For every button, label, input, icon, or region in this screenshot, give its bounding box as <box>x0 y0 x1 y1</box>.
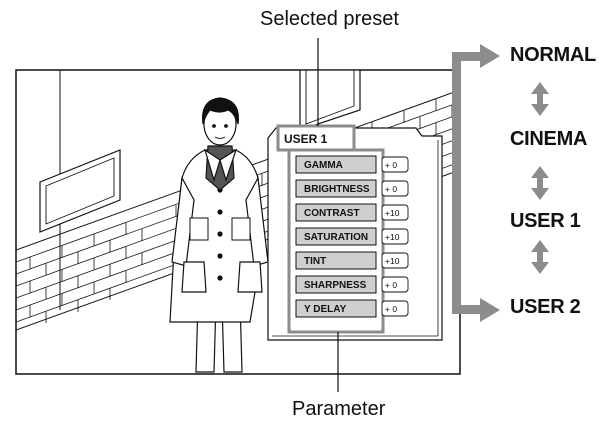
preset-user2: USER 2 <box>510 296 581 318</box>
bag-right <box>237 261 263 293</box>
selected-preset-highlight <box>276 124 356 152</box>
parameter-row[interactable]: SHARPNESS + 0 <box>295 275 409 294</box>
parameter-label: SATURATION <box>304 232 368 243</box>
cycle-arrows <box>531 82 549 274</box>
parameter-button[interactable] <box>295 299 377 318</box>
preset-cinema: CINEMA <box>510 128 588 150</box>
double-arrow-icon <box>531 82 549 116</box>
parameter-label: TINT <box>304 256 326 267</box>
parameter-value-box[interactable] <box>381 300 409 317</box>
parameter-value-box[interactable] <box>381 204 409 221</box>
double-arrow-icon <box>531 166 549 200</box>
preset-user1: USER 1 <box>510 210 581 232</box>
window-upper <box>299 70 361 131</box>
parameter-value: +10 <box>385 208 400 218</box>
parameter-button[interactable] <box>295 251 377 270</box>
parameter-button[interactable] <box>295 227 377 246</box>
parameter-label: BRIGHTNESS <box>304 184 370 195</box>
parameter-button[interactable] <box>295 275 377 294</box>
parameter-row[interactable]: Y DELAY + 0 <box>295 299 409 318</box>
parameter-row[interactable]: CONTRAST +10 <box>295 203 409 222</box>
parameter-row[interactable]: GAMMA + 0 <box>295 155 409 174</box>
parameter-row[interactable]: SATURATION +10 <box>295 227 409 246</box>
arrow-to-user2 <box>480 298 500 322</box>
parameter-value-box[interactable] <box>381 228 409 245</box>
parameter-value-box[interactable] <box>381 180 409 197</box>
parameter-button[interactable] <box>295 179 377 198</box>
parameter-label: SHARPNESS <box>304 280 367 291</box>
bag-left <box>181 261 207 293</box>
parameter-value: + 0 <box>385 280 397 290</box>
parameter-value: + 0 <box>385 304 397 314</box>
parameter-value: +10 <box>385 256 400 266</box>
parameter-button[interactable] <box>295 155 377 174</box>
parameter-value: + 0 <box>385 160 397 170</box>
preset-normal: NORMAL <box>510 44 596 66</box>
double-arrow-icon <box>531 240 549 274</box>
parameter-label: GAMMA <box>304 160 343 171</box>
parameter-label: Y DELAY <box>304 304 347 315</box>
parameter-value-box[interactable] <box>381 252 409 269</box>
person-figure <box>169 97 269 373</box>
window-left <box>39 149 121 233</box>
parameter-value-box[interactable] <box>381 276 409 293</box>
parameter-value: +10 <box>385 232 400 242</box>
parameter-label: CONTRAST <box>304 208 360 219</box>
preset-cycle-bracket <box>452 44 500 322</box>
callout-parameter: Parameter <box>292 398 386 420</box>
parameter-row[interactable]: TINT +10 <box>295 251 409 270</box>
parameter-row[interactable]: BRIGHTNESS + 0 <box>295 179 409 198</box>
parameter-value-box[interactable] <box>381 156 409 173</box>
menu-title: USER 1 <box>284 132 328 146</box>
parameter-value: + 0 <box>385 184 397 194</box>
hair <box>202 97 239 125</box>
parameter-button[interactable] <box>295 203 377 222</box>
callout-selected-preset: Selected preset <box>260 8 399 30</box>
arrow-to-normal <box>480 44 500 68</box>
